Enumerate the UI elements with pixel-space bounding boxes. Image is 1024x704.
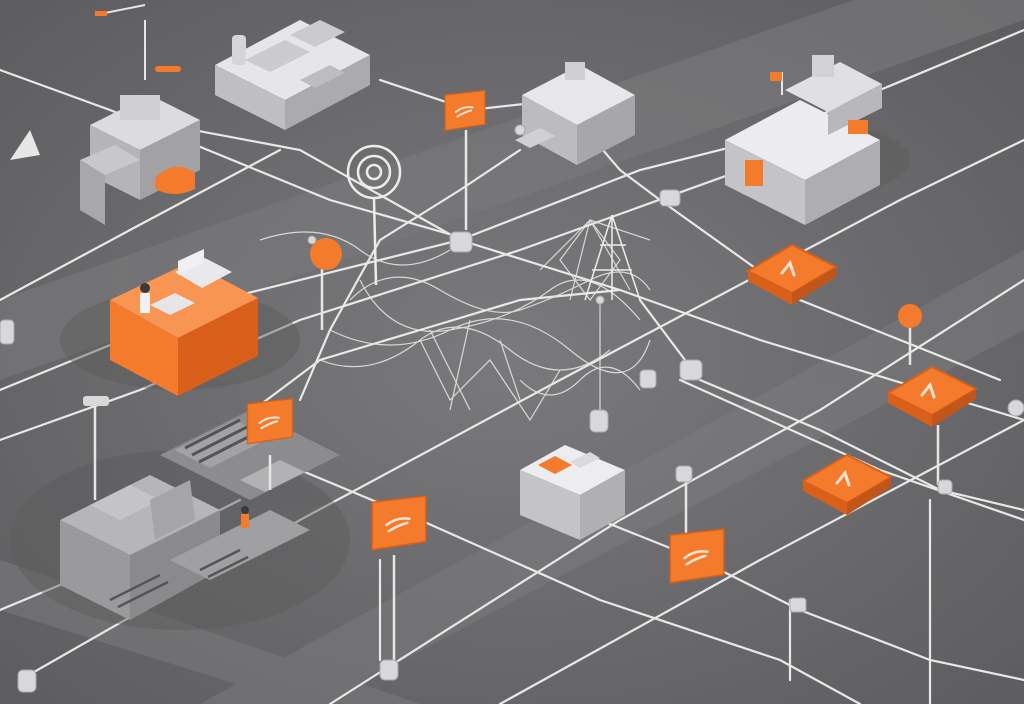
node-box-center (520, 445, 625, 540)
warehouse-cluster-bottomleft (60, 396, 340, 620)
center-web (259, 219, 651, 422)
target-icon (346, 144, 402, 286)
signpost-icon (668, 527, 726, 585)
factory-building-topleft (10, 4, 200, 225)
office-desk-block (110, 249, 258, 396)
warehouse-building-topright (725, 55, 882, 225)
network-nodes (0, 124, 1024, 693)
signposts (245, 89, 940, 660)
tower-icon (584, 214, 641, 301)
signpost-icon (443, 89, 487, 132)
signpost-icon (370, 494, 428, 552)
server-box-top (215, 20, 370, 130)
signpost-icon (245, 397, 295, 446)
pin-icon (310, 238, 342, 270)
pin-icon (898, 304, 922, 328)
server-box-center (515, 62, 635, 165)
